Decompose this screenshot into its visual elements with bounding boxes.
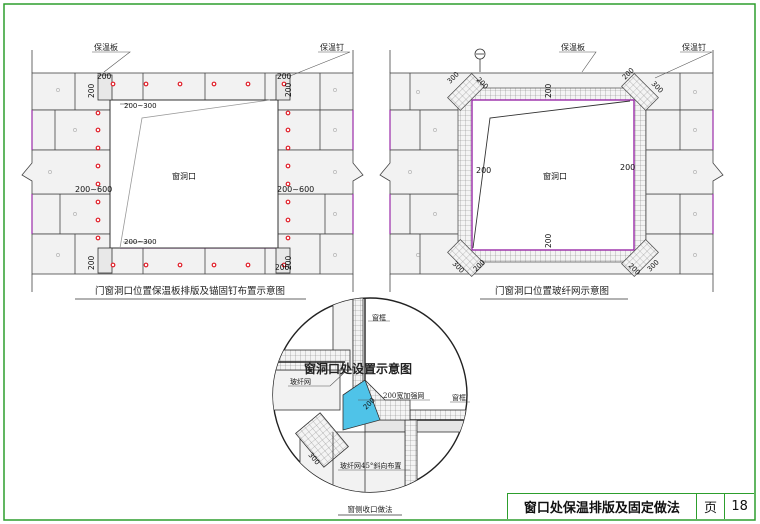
detail-label-mesh: 玻纤网 [290, 377, 311, 386]
title-block-page-number: 18 [731, 499, 748, 514]
left-dim-spacing-top: 200~300 [124, 102, 157, 110]
left-dim-bottom-right: 200 [275, 263, 290, 272]
left-dim-side-tr: 200 [284, 82, 293, 97]
detail-title: 窗洞口处设置示意图 [304, 361, 412, 376]
right-label-nail: 保温钉 [682, 42, 706, 52]
left-label-board: 保温板 [94, 42, 118, 52]
left-caption: 门窗洞口位置保温板排版及锚固钉布置示意图 [95, 285, 285, 297]
right-dim-top: 200 [544, 83, 553, 98]
detail-circle: 窗框 玻纤网 200宽加强网 窗框 玻纤网45°斜向布置 300 200 [272, 297, 470, 493]
right-diagram [379, 50, 724, 292]
sheet-border [3, 3, 756, 521]
detail-label-mesh-200: 200宽加强网 [383, 391, 424, 400]
right-dim-right: 200 [620, 163, 635, 172]
detail-caption: 窗侧收口做法 [348, 504, 393, 514]
left-dim-side-bl: 200 [87, 255, 96, 270]
anchor-nails-left [95, 81, 291, 268]
left-diagram [21, 50, 364, 292]
title-block: 窗口处保温排版及固定做法 页 18 [507, 493, 754, 519]
left-opening-label: 窗洞口 [172, 171, 196, 181]
left-dim-top-right: 200 [277, 72, 292, 81]
detail-label-frame-top: 窗框 [372, 313, 386, 322]
right-label-board: 保温板 [561, 42, 585, 52]
right-opening-label: 窗洞口 [543, 171, 567, 181]
left-dim-top-left: 200 [97, 72, 112, 81]
detail-label-frame-right: 窗框 [452, 393, 466, 402]
right-dim-bottom: 200 [544, 233, 553, 248]
detail-label-diag-mesh: 玻纤网45°斜向布置 [340, 461, 401, 470]
title-block-page-label: 页 [697, 494, 726, 519]
left-dim-spacing-bottom: 200~300 [124, 238, 157, 246]
reference-symbol [474, 48, 486, 72]
left-dim-range-right: 200~600 [277, 185, 314, 194]
left-dim-side-tl: 200 [87, 83, 96, 98]
left-dim-range-left: 200~600 [75, 185, 112, 194]
right-caption: 门窗洞口位置玻纤网示意图 [495, 285, 609, 297]
left-dim-side-br: 200 [284, 255, 293, 270]
right-dim-left: 200 [476, 166, 491, 175]
left-label-nail: 保温钉 [320, 42, 344, 52]
title-block-title: 窗口处保温排版及固定做法 [508, 494, 697, 519]
